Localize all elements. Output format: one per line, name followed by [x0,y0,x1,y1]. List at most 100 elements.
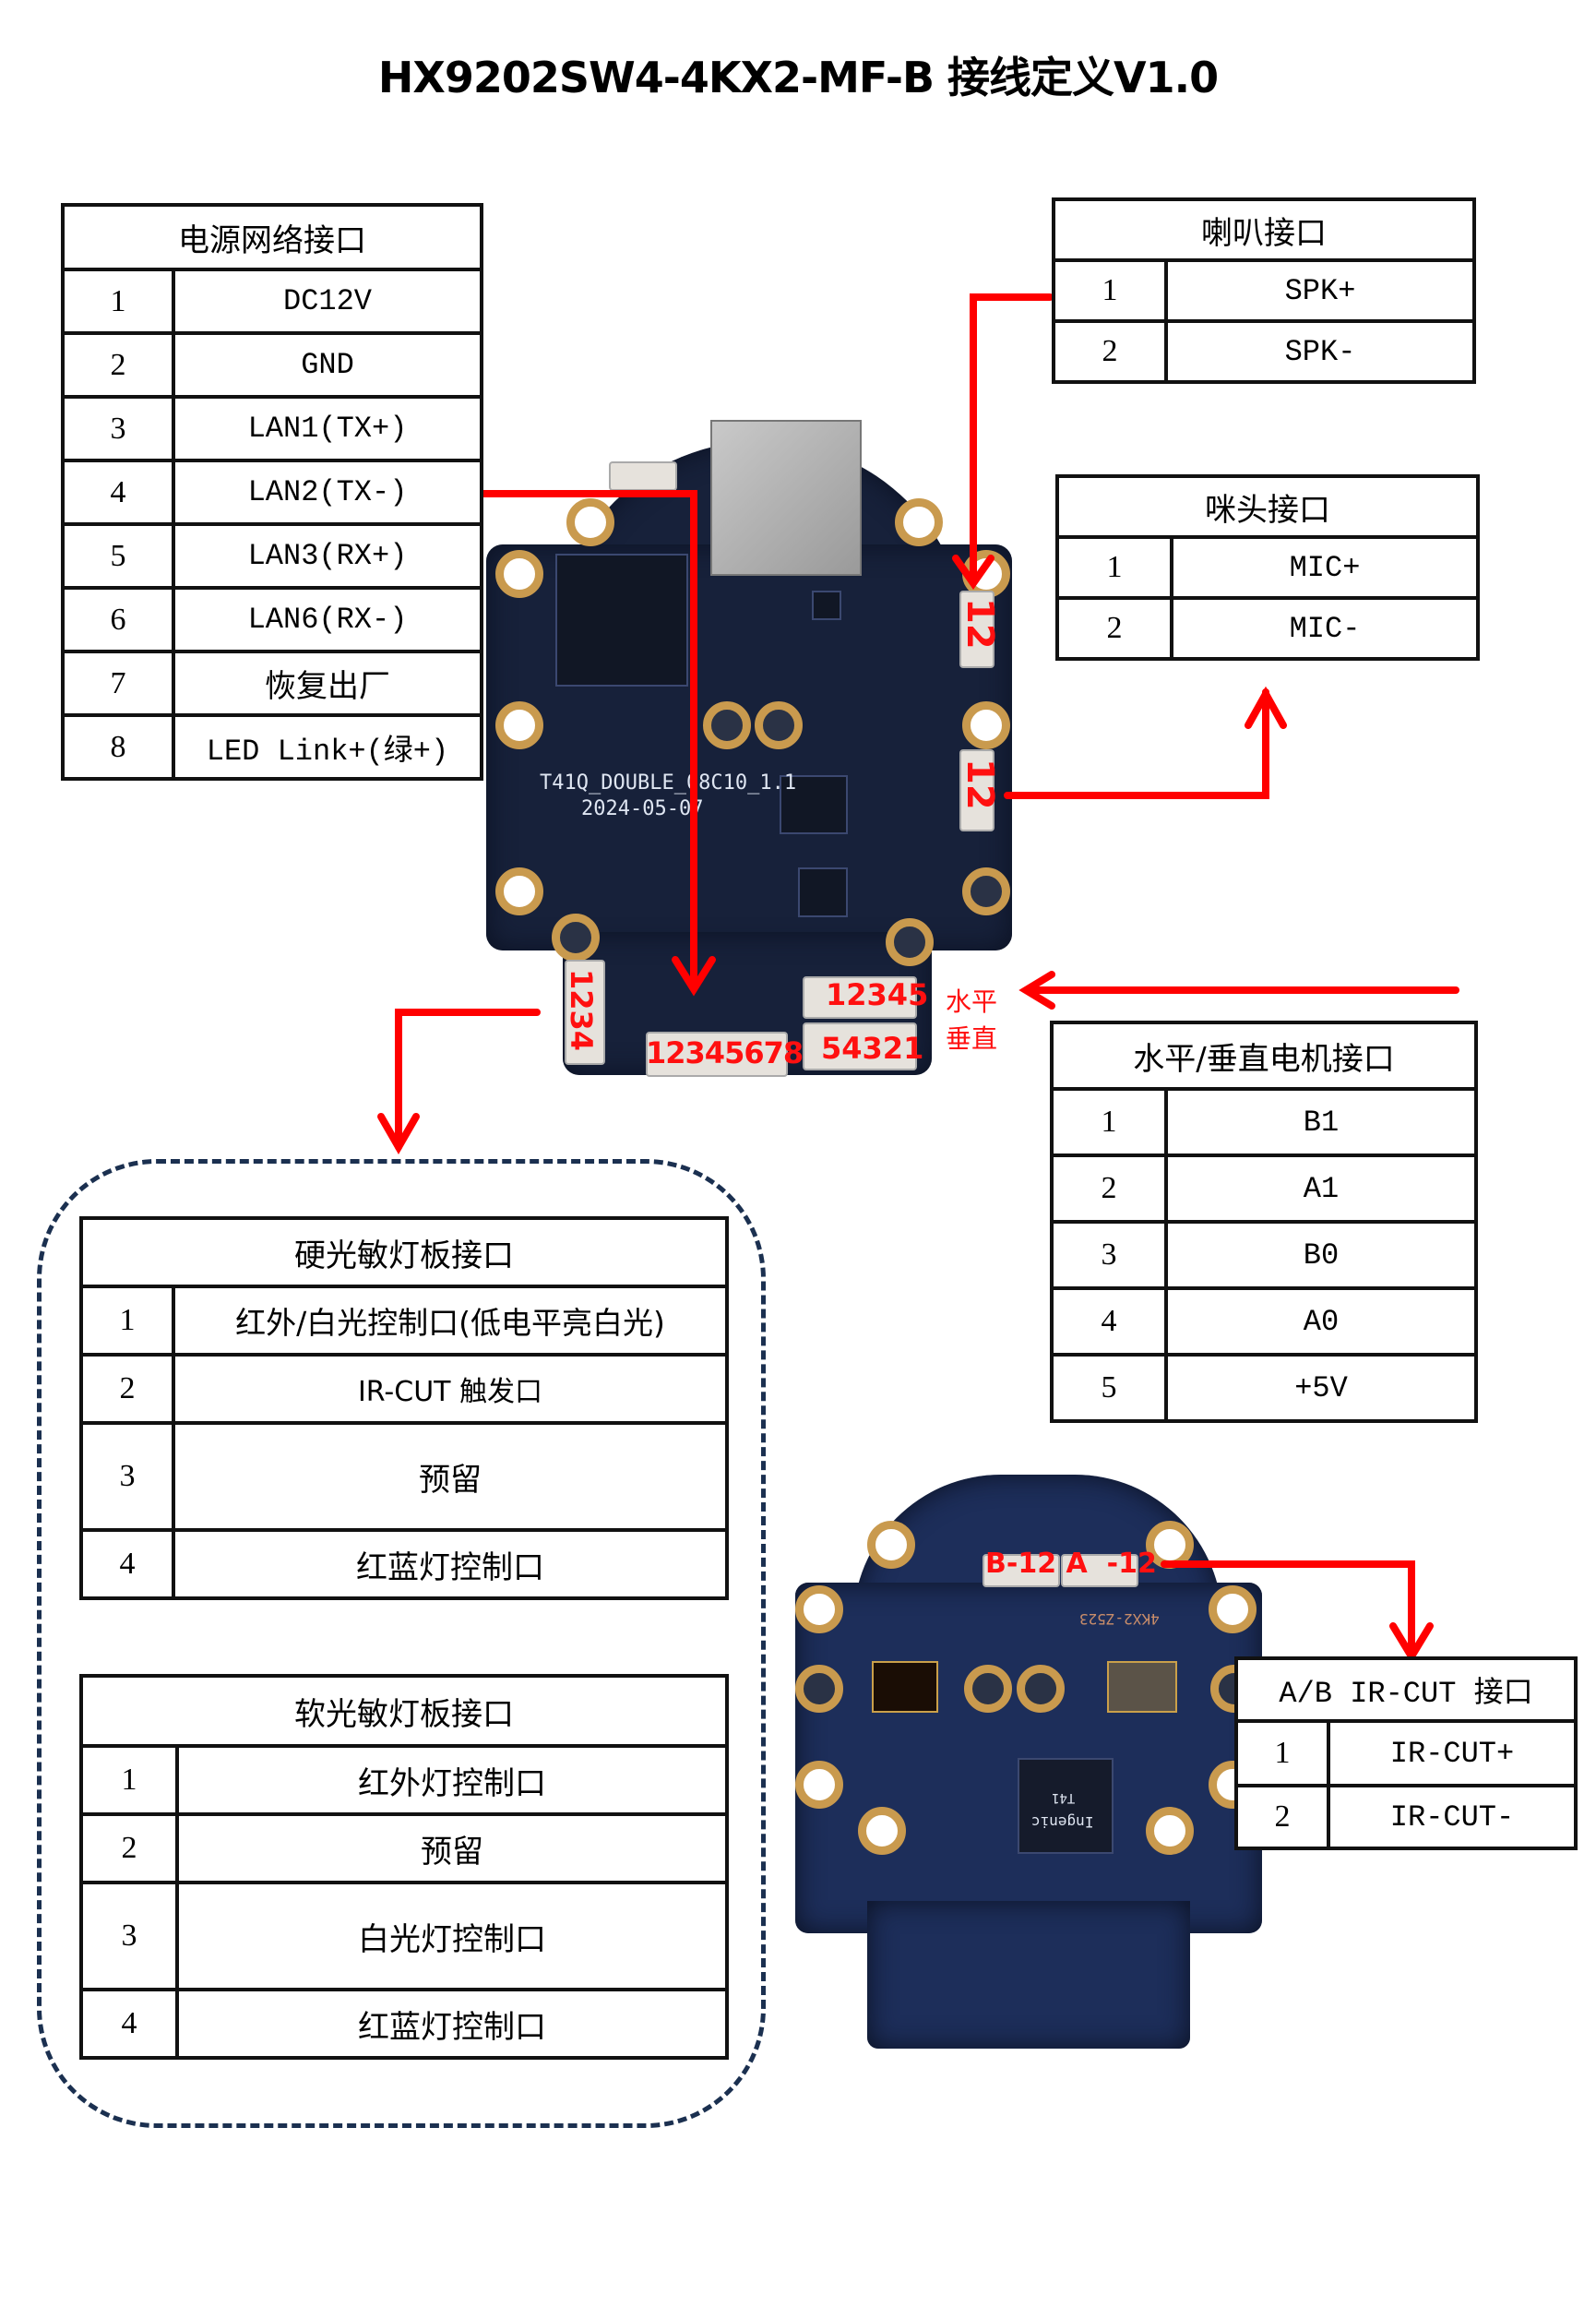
tilt-pin-label: 54321 [821,1031,924,1066]
pan-pin-label: 12345 [826,977,929,1012]
mount-hole [962,867,1010,915]
tilt-motor-connector [803,1022,917,1070]
pan-label: 水平 [946,986,998,1017]
image-sensor-a [1107,1661,1177,1713]
ircut-a-connector [1061,1554,1138,1587]
light-board-pin-label: 1234 [564,969,599,1052]
flash-chip-u2 [780,775,848,834]
spk-pin-label: 12 [959,598,1001,650]
soc-chip [1018,1758,1114,1854]
arrow-mic-head [1245,686,1287,729]
chip-u3 [812,591,841,620]
mount-hole [895,498,943,546]
table-header: 喇叭接口 [1052,197,1476,262]
ethernet-phy-u11 [798,867,848,917]
arrow-speaker-head [952,555,995,590]
mount-hole [795,1761,843,1809]
mount-hole [495,701,543,749]
light-board-group-frame [37,1159,766,2128]
mount-hole [867,1521,915,1569]
tilt-label: 垂直 [946,1023,998,1054]
arrow-light-board [395,1009,541,1151]
arrow-network [476,490,697,991]
mount-hole [566,498,614,546]
ircut-connector-labels: B-12 A -12 [985,1548,1157,1580]
mount-hole [495,550,543,598]
mount-hole [1146,1807,1194,1855]
table-header: 水平/垂直电机接口 [1050,1021,1478,1091]
table-header: 咪头接口 [1055,474,1480,539]
mount-hole [858,1807,906,1855]
table-row: 5+5V [1050,1353,1478,1423]
sd-card-slot [710,420,862,576]
mount-hole [552,914,600,962]
mount-hole [755,701,803,749]
network-pin-label: 12345678 [646,1035,804,1070]
mount-hole [703,701,751,749]
sensor-board-bottom [867,1901,1190,2049]
mount-hole [495,867,543,915]
ircut-b-connector [983,1554,1060,1587]
spk-connector [959,591,995,668]
image-sensor-b [872,1661,938,1713]
table-header: 电源网络接口 [61,203,483,271]
board-silkscreen-date: 2024-05-07 [581,797,704,820]
mount-hole [962,701,1010,749]
arrow-network-head [672,956,716,997]
mount-hole [886,918,934,966]
table-header: 软光敏灯板接口 [79,1674,729,1748]
pan-motor-connector [803,976,917,1019]
mount-hole [1209,1585,1257,1633]
arrow-mic [1004,688,1269,799]
mount-hole [1017,1665,1065,1713]
mic-connector [959,749,995,831]
mount-hole [795,1665,843,1713]
mount-hole [964,1665,1012,1713]
mic-pin-label: 12 [959,759,1001,810]
network-connector [646,1032,788,1077]
arrow-ircut [1161,1560,1415,1660]
mount-hole [795,1585,843,1633]
arrow-motor-head [1018,971,1055,1010]
page-title: HX9202SW4-4KX2-MF-B 接线定义V1.0 [377,53,1219,102]
light-board-connector [565,960,605,1065]
wifi-module [555,554,688,687]
table-header: 硬光敏灯板接口 [79,1216,729,1288]
arrow-speaker [970,293,1054,585]
board-silkscreen-name: T41Q_DOUBLE_08C10_1.1 [540,771,797,795]
arrow-light-board-head [377,1113,420,1155]
